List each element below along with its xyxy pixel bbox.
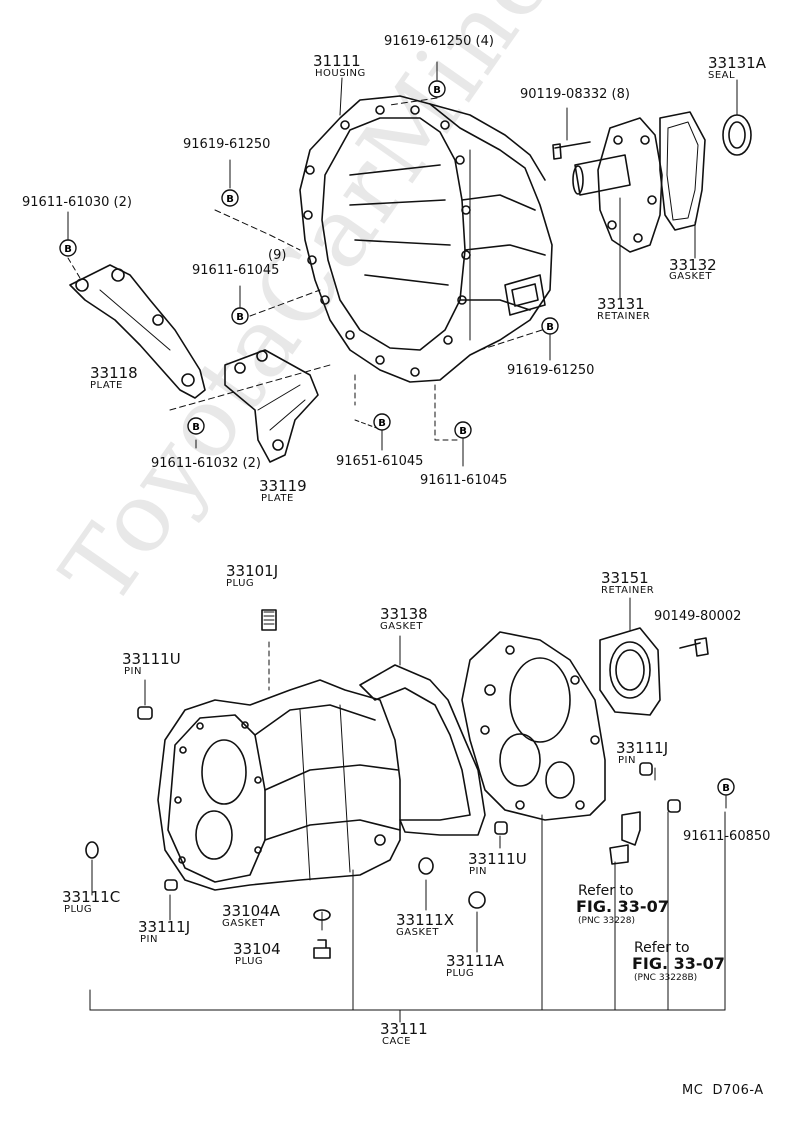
refer-note-1-line1: Refer to <box>578 883 634 899</box>
bolt-marker-icon: B <box>231 307 249 325</box>
part-name-plate-33118: PLATE <box>90 380 123 391</box>
transmission-case-drawing <box>157 679 401 891</box>
part-name-pin-33111U-b: PIN <box>469 866 487 877</box>
bolt-90119-drawing <box>552 141 591 160</box>
top-leaders <box>67 61 738 467</box>
bottom-leaders <box>89 597 727 1023</box>
part-number-33111-case: 33111 <box>380 1020 428 1038</box>
part-number-91619-61250-a: 91619-61250 <box>183 137 271 152</box>
part-number-33111A: 33111A <box>446 952 504 970</box>
part-number-33111U-a: 33111U <box>122 650 181 668</box>
part-number-91651-61045: 91651-61045 <box>336 454 424 469</box>
part-name-pin-33111J-b: PIN <box>140 934 158 945</box>
refer-note-1-fig-link[interactable]: FIG. 33-07 <box>576 897 669 916</box>
part-number-33104A: 33104A <box>222 902 280 920</box>
part-number-33131: 33131 <box>597 295 645 313</box>
part-name-retainer-33151: RETAINER <box>601 585 655 596</box>
seal-33131A-drawing <box>722 114 752 156</box>
part-number-33118: 33118 <box>90 364 138 382</box>
refer-note-1-pnc: (PNC 33228) <box>578 916 635 926</box>
bolt-markers: B B B B B B B B B <box>59 80 735 796</box>
part-name-plug-33101J: PLUG <box>226 578 255 589</box>
part-name-pin-33111U-a: PIN <box>124 666 142 677</box>
svg-text:B: B <box>236 312 244 323</box>
part-number-33111J-a: 33111J <box>616 739 669 757</box>
part-name-pin-33111J-a: PIN <box>618 755 636 766</box>
part-number-91611-61030: 91611-61030 (2) <box>22 195 132 210</box>
part-number-33104: 33104 <box>233 940 281 958</box>
part-name-plate-33119: PLATE <box>261 493 294 504</box>
part-number-33132: 33132 <box>669 256 717 274</box>
svg-text:B: B <box>433 85 441 96</box>
part-number-91611-60850: 91611-60850 <box>683 829 771 844</box>
part-name-gasket-33132: GASKET <box>669 271 712 282</box>
bolt-marker-icon: B <box>428 80 446 98</box>
part-number-91619-61250-b: 91619-61250 <box>507 363 595 378</box>
part-number-90119-08332: 90119-08332 (8) <box>520 87 630 102</box>
bolt-marker-icon: B <box>373 413 391 431</box>
svg-text:B: B <box>546 322 554 333</box>
part-number-91611-61032: 91611-61032 (2) <box>151 456 261 471</box>
plate-33118-drawing <box>69 264 206 399</box>
part-number-33138: 33138 <box>380 605 428 623</box>
retainer-33151-drawing <box>599 627 661 716</box>
svg-text:B: B <box>722 783 730 794</box>
bolt-marker-icon: B <box>541 317 559 335</box>
retainer-33131-drawing <box>572 117 663 253</box>
clutch-housing-drawing <box>299 95 553 383</box>
part-name-gasket-33104A: GASKET <box>222 918 265 929</box>
part-number-91619-61250-4: 91619-61250 (4) <box>384 34 494 49</box>
quantity-9: (9) <box>268 248 287 263</box>
svg-text:B: B <box>459 426 467 437</box>
part-name-plug-33111C: PLUG <box>64 904 93 915</box>
case-cover-drawing <box>461 631 606 821</box>
svg-text:B: B <box>378 418 386 429</box>
bolt-marker-icon: B <box>59 239 77 257</box>
part-number-33101J: 33101J <box>226 562 279 580</box>
part-number-33119: 33119 <box>259 477 307 495</box>
refer-note-2-pnc: (PNC 33228B) <box>634 973 698 983</box>
part-number-33111C: 33111C <box>62 888 121 906</box>
svg-text:B: B <box>226 194 234 205</box>
part-number-33111U-b: 33111U <box>468 850 527 868</box>
part-name-gasket-33111X: GASKET <box>396 927 439 938</box>
part-number-91611-61045-a: 91611-61045 <box>192 263 280 278</box>
part-number-33151: 33151 <box>601 569 649 587</box>
bolt-marker-icon: B <box>454 421 472 439</box>
part-number-90149-80002: 90149-80002 <box>654 609 742 624</box>
refer-note-2-line1: Refer to <box>634 940 690 956</box>
diagram-code: MC D706-A <box>682 1083 764 1098</box>
small-parts-drawing <box>85 637 709 959</box>
part-number-91611-61045-b: 91611-61045 <box>420 473 508 488</box>
svg-text:B: B <box>64 244 72 255</box>
part-name-case: CACE <box>382 1036 411 1047</box>
part-name-seal: SEAL <box>708 70 736 81</box>
part-number-33131A: 33131A <box>708 54 766 72</box>
part-name-housing: HOUSING <box>315 68 366 79</box>
part-name-plug-33104: PLUG <box>235 956 264 967</box>
refer-note-2-fig-link[interactable]: FIG. 33-07 <box>632 954 725 973</box>
bolt-marker-icon: B <box>717 778 735 796</box>
part-number-31111: 31111 <box>313 52 361 70</box>
bolt-marker-icon: B <box>221 189 239 207</box>
part-name-plug-33111A: PLUG <box>446 968 475 979</box>
part-number-33111X: 33111X <box>396 911 454 929</box>
plug-33101J-drawing <box>261 609 277 691</box>
part-name-retainer-33131: RETAINER <box>597 311 651 322</box>
bolt-marker-icon: B <box>187 417 205 435</box>
part-name-gasket-33138: GASKET <box>380 621 423 632</box>
gasket-33138-drawing <box>359 664 486 836</box>
svg-text:B: B <box>192 422 200 433</box>
part-number-33111J-b: 33111J <box>138 918 191 936</box>
gasket-33132-drawing <box>659 111 706 231</box>
plate-33119-drawing <box>224 349 319 463</box>
